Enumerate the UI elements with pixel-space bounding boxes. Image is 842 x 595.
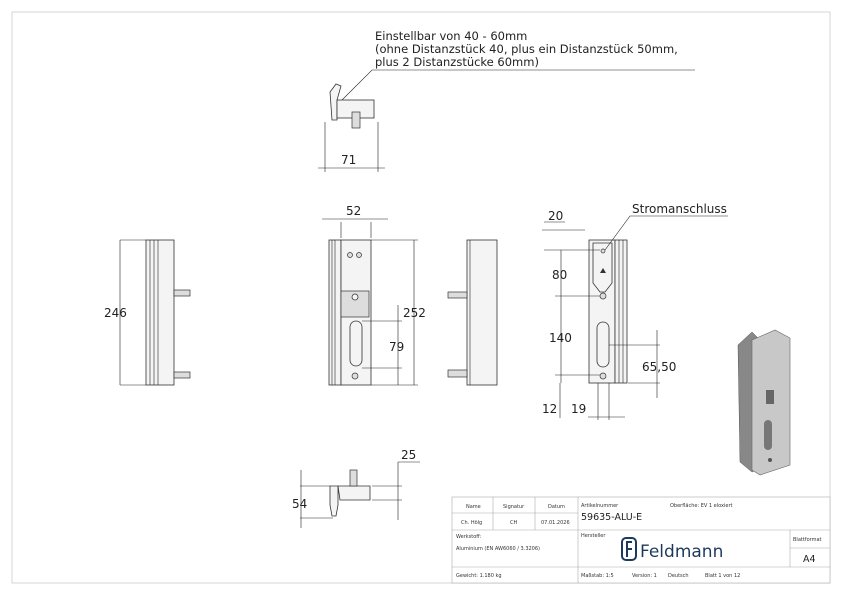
signatur-value: CH [510, 520, 517, 526]
bottom-view: 54 25 [292, 448, 420, 528]
dim-52: 52 [346, 204, 361, 218]
isometric-view [737, 329, 791, 476]
dim-12: 12 [542, 402, 557, 416]
logo-text: Feldmann [640, 542, 723, 562]
note-leader [339, 69, 695, 103]
hersteller-label: Hersteller [581, 533, 606, 539]
adjustment-note: Einstellbar von 40 - 60mm (ohne Distanzs… [339, 29, 695, 103]
blattformat-value: A4 [803, 554, 816, 565]
dim-79: 79 [389, 340, 404, 354]
blattformat-label: Blattformat [793, 537, 822, 543]
sprache: Deutsch [668, 573, 689, 579]
artikelnummer-value: 59635-ALU-E [581, 512, 642, 523]
oberflaeche: Oberfläche: EV 1 eloxiert [670, 503, 733, 509]
name-label: Name [466, 504, 481, 510]
datum-value: 07.01.2026 [541, 520, 570, 526]
dim-71: 71 [341, 153, 356, 167]
top-view: 71 [318, 83, 385, 172]
massstab: Maßstab: 1:5 [581, 573, 614, 579]
datum-label: Datum [548, 504, 565, 510]
drawing-frame [11, 11, 831, 584]
note-line-3: plus 2 Distanzstücke 60mm) [375, 55, 539, 69]
artikelnummer-label: Artikelnummer [581, 503, 619, 509]
title-block: Name Signatur Datum Ch. Hölg CH 07.01.20… [451, 496, 831, 584]
dim-246: 246 [104, 306, 127, 320]
stromanschluss-leader [604, 215, 728, 251]
front-view: 52 252 79 [322, 204, 426, 386]
feldmann-logo: Feldmann [621, 537, 723, 562]
gewicht: Gewicht: 1.180 kg [456, 573, 502, 579]
dim-80: 80 [552, 268, 567, 282]
dim-65-50: 65,50 [642, 360, 676, 374]
dim-19: 19 [571, 402, 586, 416]
dim-20: 20 [548, 209, 563, 223]
dim-54: 54 [292, 497, 307, 511]
back-view: 20 Stromanschluss 80 140 65,50 12 19 [542, 202, 728, 420]
werkstoff-value: Aluminium (EN AW6060 / 3.3206) [456, 546, 540, 552]
note-line-2: (ohne Distanzstück 40, plus ein Distanzs… [375, 42, 678, 56]
name-value: Ch. Hölg [461, 520, 482, 526]
stromanschluss-label: Stromanschluss [632, 202, 727, 216]
version: Version: 1 [632, 573, 657, 579]
left-side-view: 246 [104, 239, 191, 386]
note-line-1: Einstellbar von 40 - 60mm [375, 29, 527, 43]
dim-140: 140 [549, 331, 572, 345]
signatur-label: Signatur [503, 504, 525, 510]
dim-25: 25 [401, 448, 416, 462]
werkstoff-label: Werkstoff: [456, 534, 482, 540]
dim-252: 252 [403, 306, 426, 320]
right-side-view [447, 239, 498, 386]
blatt: Blatt 1 von 12 [705, 573, 740, 579]
